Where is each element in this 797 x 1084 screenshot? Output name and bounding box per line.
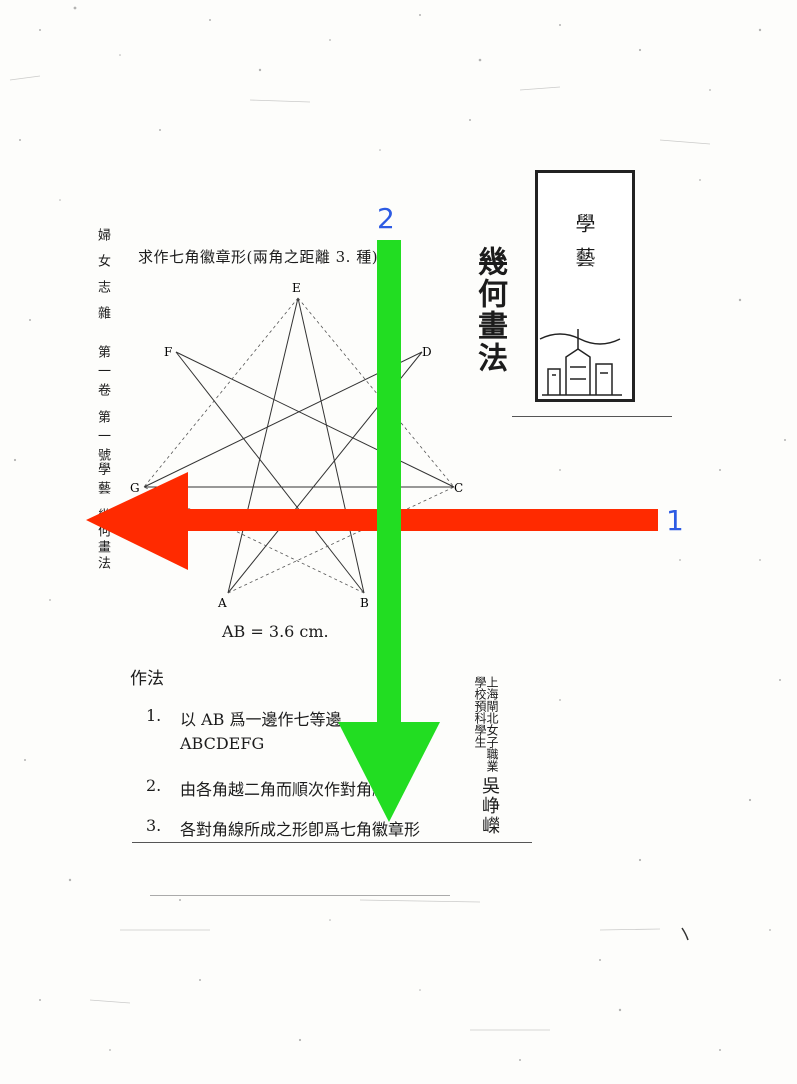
annotation-arrow-1: [86, 472, 658, 570]
step-text: 以 AB 爲一邊作七等邊: [180, 710, 342, 729]
running-header-issue: 第一號: [95, 410, 110, 467]
step-text-continued: ABCDEFG: [180, 734, 265, 753]
vertex-label-b: B: [360, 596, 369, 610]
running-header-column: 學藝: [95, 462, 110, 500]
article-title: 幾何畫法: [472, 246, 507, 374]
faint-rule: [150, 895, 450, 896]
step-text: 各對角線所成之形卽爲七角徽章形: [180, 820, 421, 839]
author-name: 吳峥嶸: [479, 776, 500, 836]
heptagram-diagram: E F D G C A B: [130, 281, 463, 610]
problem-title: 求作七角徽章形(兩角之距離 3. 種): [138, 248, 379, 266]
side-length-formula: AB = 3.6 cm.: [222, 622, 329, 641]
method-heading: 作法: [130, 669, 164, 689]
step-number: 2.: [146, 776, 162, 795]
stamp-illustration-icon: [539, 329, 622, 396]
running-header-volume: 第一卷: [95, 345, 110, 402]
vertex-label-c: C: [454, 481, 463, 495]
annotation-arrow-2: [338, 240, 440, 822]
step-number: 1.: [146, 706, 162, 725]
vertex-label-e: E: [292, 281, 301, 295]
stamp-label: 學藝: [572, 213, 596, 281]
step-number: 3.: [146, 816, 162, 835]
vertex-label-f: F: [164, 345, 172, 359]
column-stamp: 學藝: [535, 170, 635, 402]
annotation-label-2: 2: [377, 202, 395, 235]
vertex-label-d: D: [422, 345, 432, 359]
footer-rule: [132, 842, 532, 843]
vertex-label-g: G: [130, 481, 140, 495]
title-rule: [512, 416, 672, 417]
running-header-magazine: 婦女志雜: [95, 228, 110, 332]
author-school: 上海閘北女子職業學校預科學生: [473, 676, 499, 772]
vertex-label-a: A: [217, 596, 227, 610]
step-text: 由各角越二角而順次作對角線: [180, 780, 389, 799]
annotation-label-1: 1: [666, 504, 684, 537]
